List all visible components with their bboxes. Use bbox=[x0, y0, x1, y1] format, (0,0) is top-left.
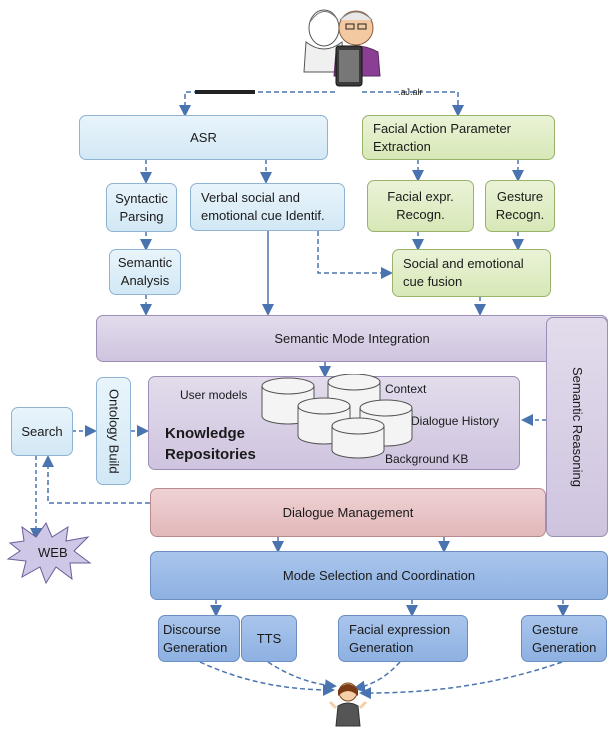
facial-expression-recognition-box: Facial expr. Recogn. bbox=[367, 180, 474, 232]
ontology-build-box: Ontology Build bbox=[96, 377, 131, 485]
gesture-generation-box: Gesture Generation bbox=[521, 615, 607, 662]
search-box: Search bbox=[11, 407, 73, 456]
database-cylinders-icon bbox=[261, 374, 413, 459]
mode-selection-coordination-box: Mode Selection and Coordination bbox=[150, 551, 608, 600]
context-label: Context bbox=[385, 382, 427, 396]
semantic-reasoning-box: Semantic Reasoning bbox=[546, 317, 608, 537]
asr-box: ASR bbox=[79, 115, 328, 160]
web-label: WEB bbox=[38, 545, 68, 560]
verbal-cue-identification-box: Verbal social and emotional cue Identif. bbox=[190, 183, 345, 231]
facial-action-parameter-extraction-box: Facial Action Parameter Extraction bbox=[362, 115, 555, 160]
social-emotional-cue-fusion-box: Social and emotional cue fusion bbox=[392, 249, 551, 297]
discourse-generation-box: Discourse Generation bbox=[158, 615, 240, 662]
syntactic-parsing-box: Syntactic Parsing bbox=[106, 183, 177, 232]
facial-expression-generation-box: Facial expression Generation bbox=[338, 615, 468, 662]
scribble-label: .aJ.alr bbox=[398, 87, 423, 97]
gesture-recognition-box: Gesture Recogn. bbox=[485, 180, 555, 232]
user-with-tablet-icon bbox=[303, 9, 381, 87]
dialogue-management-box: Dialogue Management bbox=[150, 488, 546, 537]
knowledge-title-line1: Knowledge bbox=[165, 425, 246, 442]
agent-avatar-icon bbox=[328, 682, 368, 727]
knowledge-title-line2: Repositories bbox=[165, 446, 256, 463]
dialogue-history-label: Dialogue History bbox=[411, 414, 500, 428]
semantic-analysis-box: Semantic Analysis bbox=[109, 249, 181, 295]
semantic-mode-integration-box: Semantic Mode Integration bbox=[96, 315, 608, 362]
background-kb-label: Background KB bbox=[385, 452, 469, 466]
tts-box: TTS bbox=[241, 615, 297, 662]
web-burst-icon bbox=[6, 521, 92, 585]
user-models-label: User models bbox=[180, 388, 248, 402]
